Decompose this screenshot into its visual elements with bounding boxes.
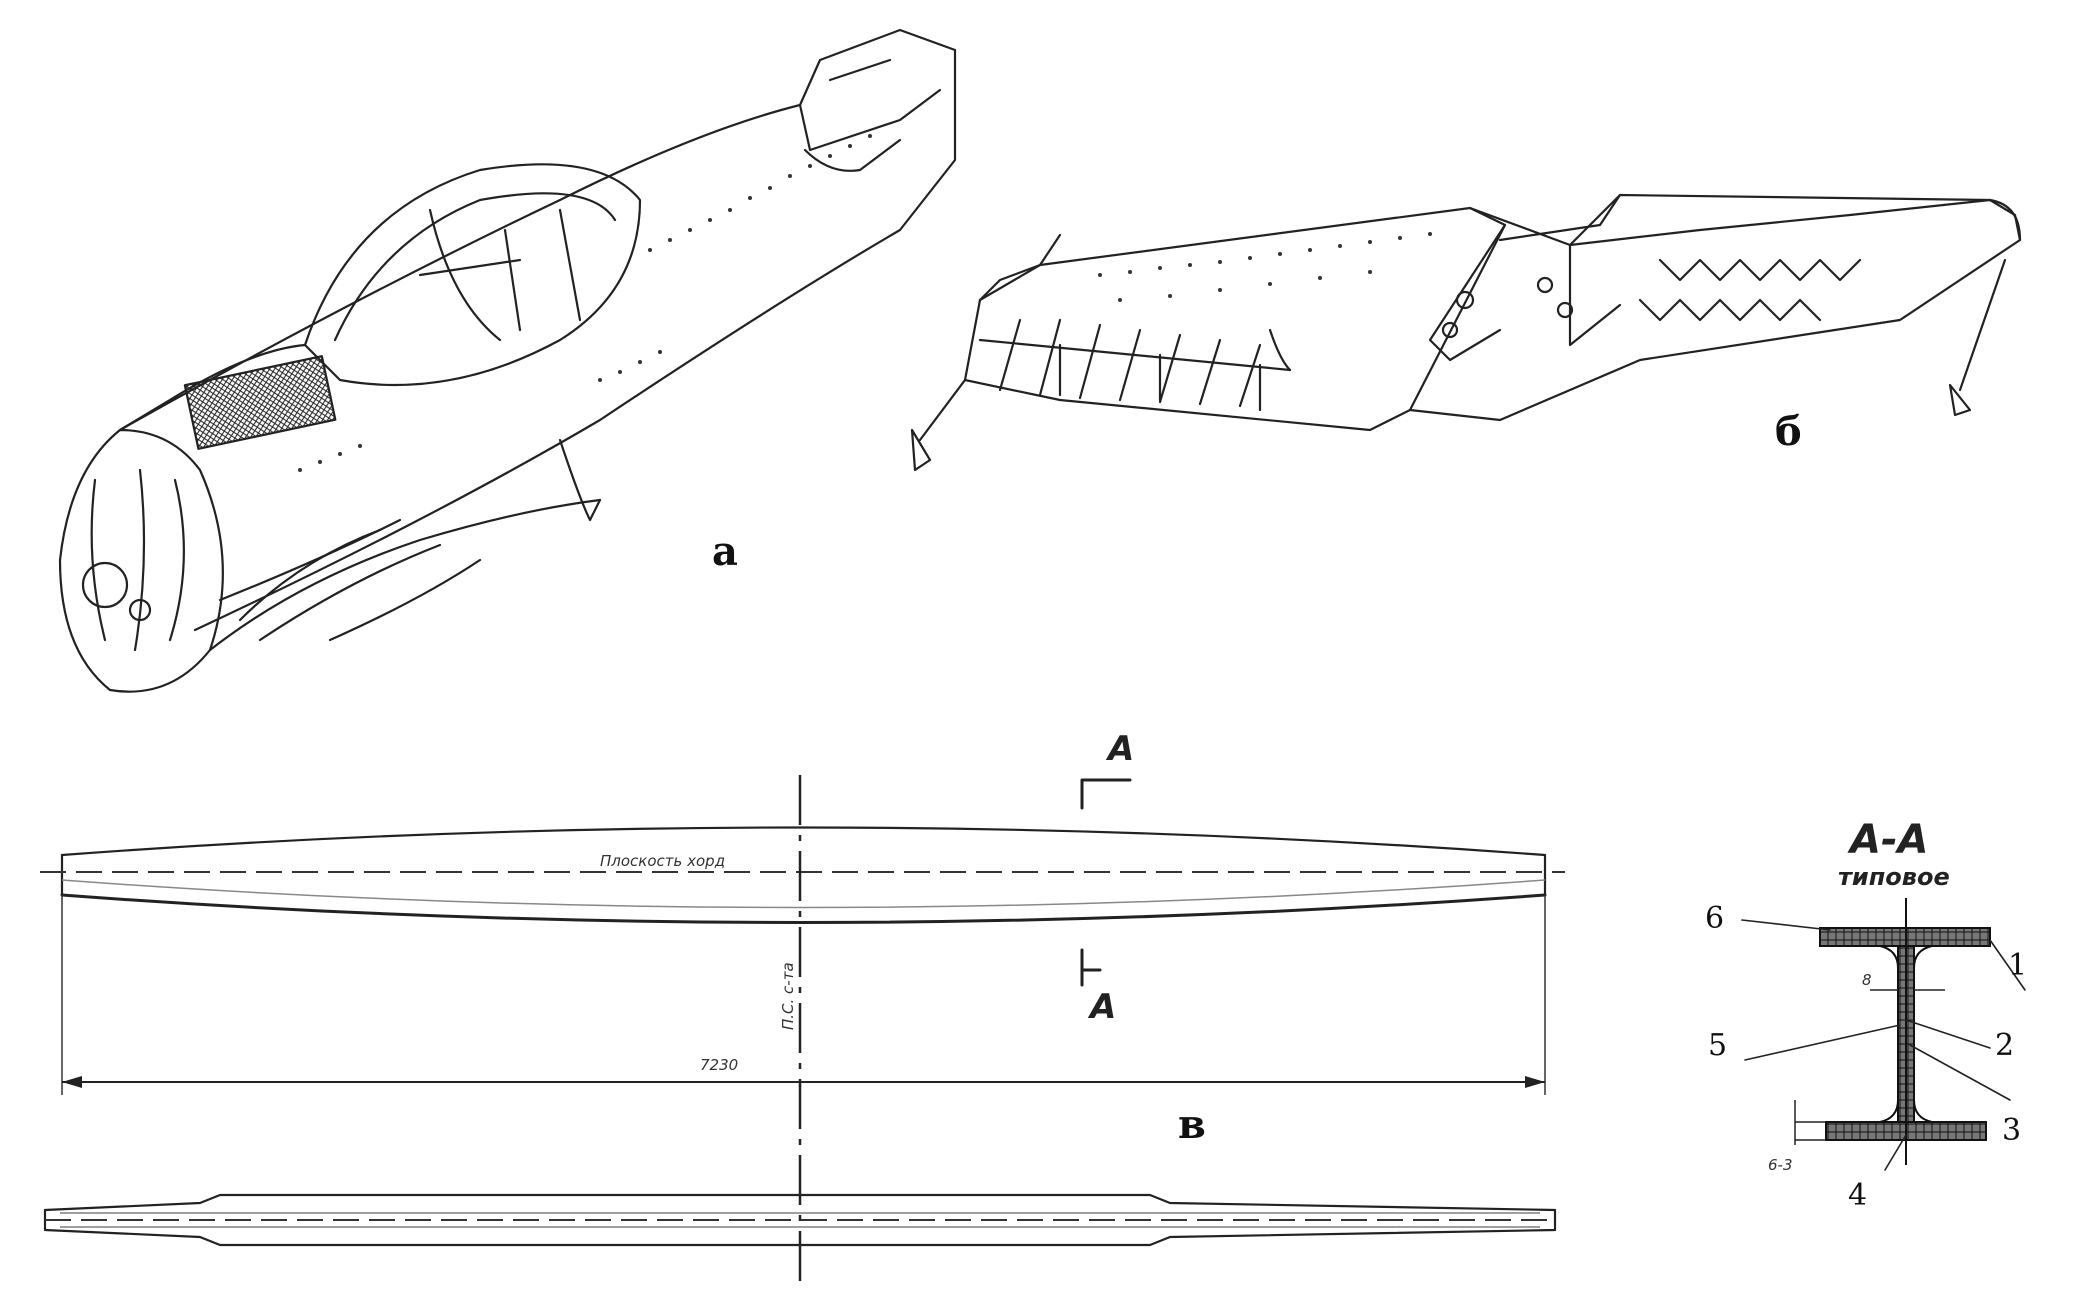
callout-2: 2 — [1995, 1028, 2014, 1063]
chord-plane-label: Плоскость хорд — [600, 852, 725, 870]
length-dimension: 7230 — [700, 1056, 738, 1074]
symmetry-plane-label: П.С. с-та — [779, 962, 797, 1030]
fuselage-drawing — [58, 28, 957, 693]
section-mark-top: A — [1105, 729, 1134, 769]
callout-5: 5 — [1708, 1028, 1727, 1063]
leader-5 — [1744, 1024, 1901, 1061]
label-wing: б — [1775, 408, 1802, 455]
callout-3: 3 — [2002, 1113, 2021, 1148]
label-spar: в — [1178, 1101, 1206, 1148]
callout-1: 1 — [2008, 948, 2027, 983]
leader-3 — [1909, 1044, 2011, 1101]
callout-4: 4 — [1848, 1178, 1867, 1213]
section-subtitle: типовое — [1838, 863, 1950, 891]
section-mark-bottom: A — [1087, 987, 1116, 1027]
leader-6 — [1741, 919, 1831, 931]
leader-4 — [1884, 1134, 1907, 1171]
wing-drawing — [910, 193, 2022, 472]
flange-thickness-dim: 6-3 — [1768, 1156, 1793, 1174]
wing-rivets — [1098, 232, 1432, 302]
spar-drawing: A Плоскость хорд П.С. с-та A 7230 — [40, 729, 1565, 1285]
section-title: A-A — [1847, 817, 1929, 863]
leader-1 — [1989, 939, 2026, 991]
label-fuselage: а — [712, 528, 738, 575]
web-thickness-dim: 8 — [1862, 971, 1872, 989]
section-aa: A-A типовое 8 6-3 1 2 3 4 5 6 — [1705, 817, 2027, 1213]
leader-2 — [1905, 1019, 1991, 1049]
callout-6: 6 — [1705, 901, 1724, 936]
fuselage-rivets — [298, 134, 872, 472]
